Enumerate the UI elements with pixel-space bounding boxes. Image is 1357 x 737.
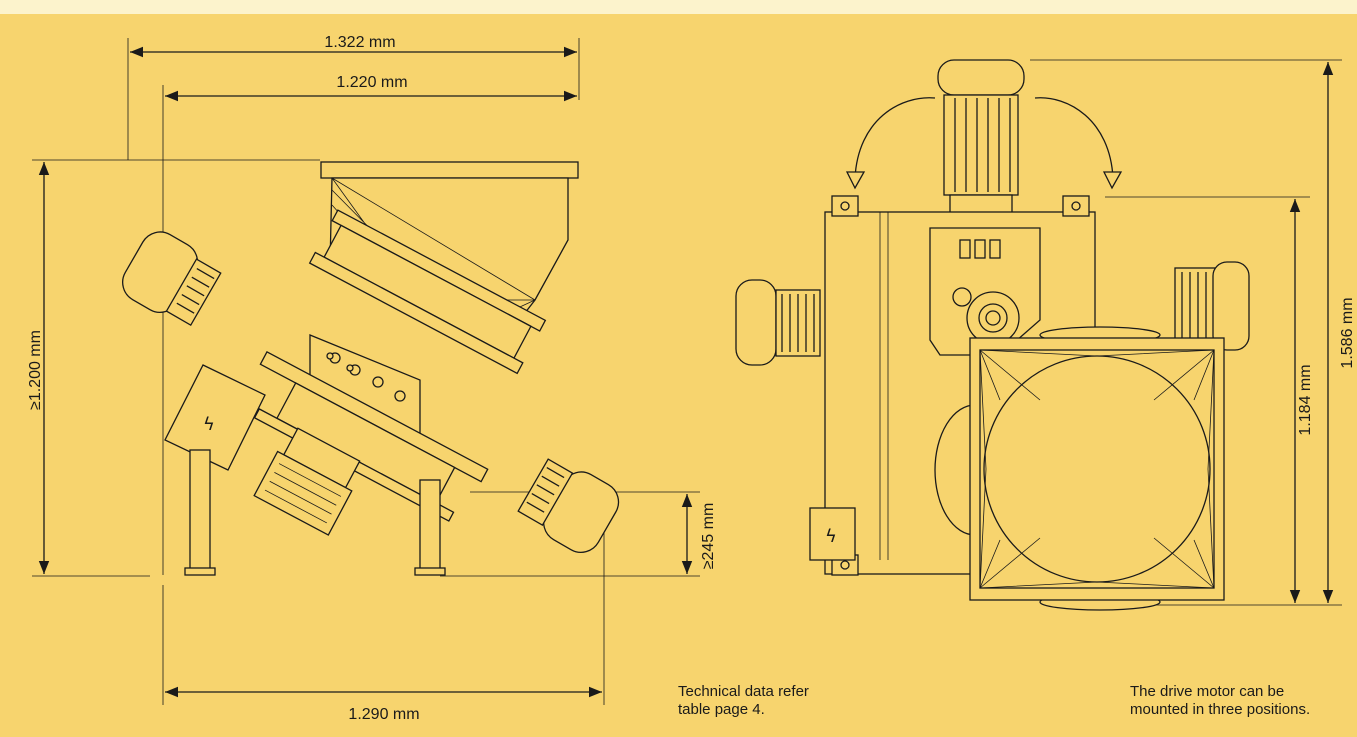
motor-positions-note: The drive motor can be mounted in three …	[1130, 683, 1311, 718]
dimension-1200: ≥1.200 mm	[27, 159, 320, 577]
lightning-icon-top: ϟ	[825, 526, 837, 547]
hopper-top-view	[934, 326, 1225, 611]
dimension-1184: 1.184 mm	[1105, 196, 1314, 603]
hopper-flange	[320, 161, 579, 179]
rotation-arrows	[845, 97, 1123, 190]
motor-position-left-top	[735, 279, 821, 366]
control-box: ϟ	[164, 364, 266, 471]
technical-data-note: Technical data refer table page 4.	[678, 683, 809, 718]
dim-label-1184: 1.184 mm	[1297, 364, 1314, 435]
dim-label-1586: 1.586 mm	[1339, 297, 1356, 368]
lightning-icon: ϟ	[203, 414, 215, 435]
top-view: 1.586 mm 1.184 mm	[735, 59, 1356, 611]
control-box-top: ϟ	[809, 507, 856, 561]
motor-position-left	[122, 231, 222, 326]
leg-left	[189, 449, 211, 571]
dim-label-1220: 1.220 mm	[336, 74, 407, 91]
dimension-1290: 1.290 mm	[162, 490, 605, 723]
motor-position-right	[517, 458, 620, 553]
leg-foot-left	[184, 567, 216, 576]
leg-right	[419, 479, 441, 571]
dimension-1322: 1.322 mm	[127, 34, 580, 160]
dim-label-1200: ≥1.200 mm	[27, 330, 44, 410]
dim-label-245: ≥245 mm	[700, 503, 717, 570]
tilted-flanges	[308, 209, 547, 375]
motor-position-right-top	[1174, 261, 1250, 351]
dim-label-1290: 1.290 mm	[348, 706, 419, 723]
leg-foot-right	[414, 567, 446, 576]
dimension-1220: 1.220 mm	[162, 74, 577, 575]
side-view: 1.322 mm 1.220 mm ≥1.200 mm ≥245 mm 1.2	[27, 34, 717, 723]
top-strip	[0, 0, 1357, 14]
gearbox	[929, 227, 1041, 356]
dim-label-1322: 1.322 mm	[324, 34, 395, 51]
drive-motor-top	[937, 59, 1025, 221]
drive-motor-bottom	[253, 427, 361, 536]
